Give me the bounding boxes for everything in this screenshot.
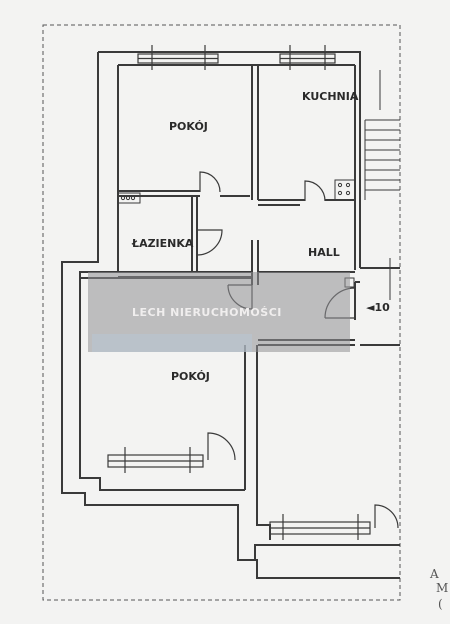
room-label-pokoj-bottom: POKÓJ [171, 370, 210, 383]
corner-text-2: M [436, 581, 448, 595]
room-label-kuchnia: KUCHNIA [302, 90, 359, 103]
corner-text-3: ( [438, 597, 443, 611]
unit-marker: ◄10 [366, 301, 390, 314]
room-label-lazienka: ŁAZIENKA [131, 237, 194, 250]
fixtures [117, 179, 356, 288]
room-label-pokoj-top: POKÓJ [169, 120, 208, 133]
room-label-hall: HALL [308, 246, 340, 259]
plot-boundary [42, 24, 401, 601]
windows [107, 45, 371, 540]
corner-text: A [429, 567, 439, 581]
watermark-band-glow [92, 334, 252, 352]
staircase [364, 70, 400, 300]
watermark-text: LECH NIERUCHOMOŚCI [132, 306, 282, 319]
